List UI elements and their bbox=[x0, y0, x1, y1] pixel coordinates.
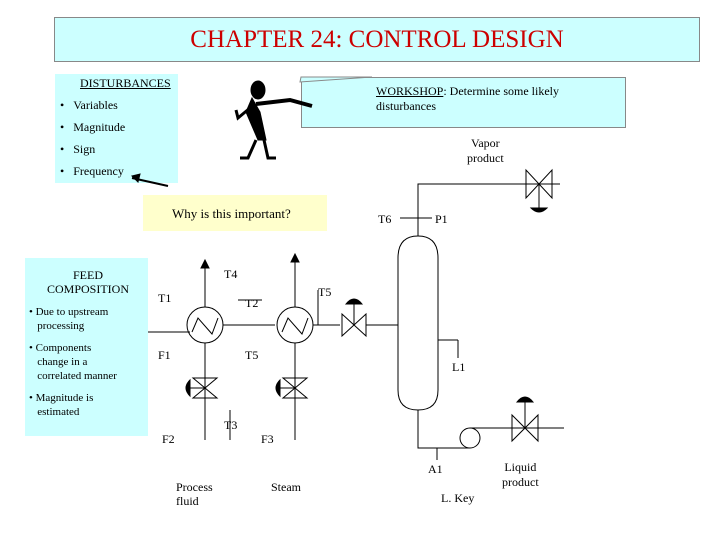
process-label-line: fluid bbox=[176, 494, 199, 508]
feed-valve-icon bbox=[341, 298, 367, 338]
feed-heading: FEED COMPOSITION bbox=[38, 268, 138, 296]
t6-label: T6 bbox=[378, 212, 392, 226]
bottoms-line bbox=[417, 410, 470, 449]
t2-label: T2 bbox=[245, 296, 259, 310]
liquid-label-line: product bbox=[502, 475, 539, 489]
workshop-text: WORKSHOP: Determine some likely disturba… bbox=[376, 84, 606, 114]
steam-valve-icon bbox=[275, 377, 309, 399]
t5-label: T5 bbox=[245, 348, 259, 362]
process-fluid-valve-icon bbox=[185, 377, 219, 399]
workshop-label: WORKSHOP bbox=[376, 84, 444, 98]
arrowhead bbox=[200, 258, 210, 269]
process-label-line: Process bbox=[176, 480, 213, 494]
t4-label: T4 bbox=[224, 267, 238, 281]
liquid-product-label: Liquid product bbox=[502, 460, 539, 490]
p1-label: P1 bbox=[435, 212, 448, 226]
feed-heading-line: COMPOSITION bbox=[46, 282, 129, 296]
disturbance-item: • Sign bbox=[60, 142, 96, 156]
feed-bullet: • Due to upstream processing bbox=[29, 306, 109, 332]
feed-bullet: • Magnitude is estimated bbox=[29, 392, 94, 418]
feed-bullet-line: change in a bbox=[37, 356, 88, 368]
f3-label: F3 bbox=[261, 432, 274, 446]
disturbance-item-label: Variables bbox=[73, 98, 118, 112]
feed-bullet-line: Due to upstream bbox=[35, 306, 109, 318]
feed-bullet: • Components change in a correlated mann… bbox=[29, 342, 117, 382]
title-banner: CHAPTER 24: CONTROL DESIGN bbox=[54, 17, 700, 62]
page-title: CHAPTER 24: CONTROL DESIGN bbox=[190, 25, 564, 53]
pump-icon bbox=[459, 427, 490, 449]
liquid-label-line: Liquid bbox=[504, 460, 537, 474]
steam-label: Steam bbox=[271, 480, 301, 494]
arrowhead bbox=[131, 173, 141, 183]
t5-label: T5 bbox=[318, 285, 332, 299]
stick-figure-icon bbox=[234, 80, 313, 160]
disturbances-box bbox=[55, 74, 178, 183]
workshop-callout bbox=[301, 77, 626, 128]
disturbance-item-label: Magnitude bbox=[73, 120, 126, 134]
heat-exchanger-icon bbox=[276, 306, 314, 344]
vapor-product-label: Vapor product bbox=[467, 136, 504, 166]
feed-bullet-line: Components bbox=[35, 342, 92, 354]
disturbance-item-label: Frequency bbox=[73, 164, 124, 178]
why-callout bbox=[143, 195, 327, 231]
callout-pointer bbox=[299, 76, 373, 83]
why-text: Why is this important? bbox=[172, 206, 291, 221]
liquid-valve-icon bbox=[511, 396, 539, 443]
f2-label: F2 bbox=[162, 432, 175, 446]
feed-heading-line: FEED bbox=[73, 268, 103, 282]
heat-exchanger-icon bbox=[186, 306, 224, 344]
vapor-label-line: Vapor bbox=[470, 136, 500, 150]
l1-label: L1 bbox=[452, 360, 466, 374]
feed-bullet-line: Magnitude is bbox=[35, 392, 94, 404]
disturbance-item: • Magnitude bbox=[60, 120, 126, 134]
vapor-line bbox=[417, 183, 510, 236]
feed-bullet-line: correlated manner bbox=[37, 370, 117, 382]
disturbance-item-label: Sign bbox=[73, 142, 96, 156]
feed-bullet-line: processing bbox=[37, 320, 85, 332]
disturbance-item: • Variables bbox=[60, 98, 118, 112]
workshop-body: : Determine some likely disturbances bbox=[376, 84, 559, 113]
arrowhead bbox=[290, 252, 300, 263]
t3-label: T3 bbox=[224, 418, 238, 432]
vapor-label-line: product bbox=[467, 151, 504, 165]
vapor-valve-icon bbox=[525, 168, 553, 213]
feed-composition-box bbox=[25, 258, 148, 436]
disturbances-heading: DISTURBANCES bbox=[80, 76, 171, 90]
process-fluid-label: Process fluid bbox=[176, 480, 213, 508]
key-label: L. Key bbox=[441, 491, 475, 505]
t1-label: T1 bbox=[158, 291, 172, 305]
a1-label: A1 bbox=[428, 462, 443, 476]
feed-bullet-line: estimated bbox=[37, 406, 80, 418]
disturbance-item: • Frequency bbox=[60, 164, 124, 178]
f1-label: F1 bbox=[158, 348, 171, 362]
distillation-column bbox=[397, 235, 439, 411]
